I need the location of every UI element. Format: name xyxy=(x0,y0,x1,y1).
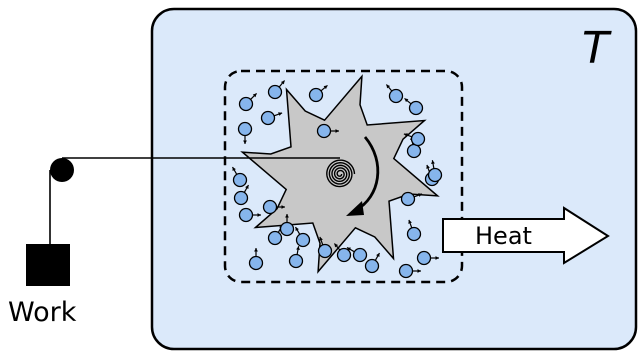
gas-particle-icon xyxy=(294,226,311,248)
particle-arrowhead-icon xyxy=(257,213,261,217)
particle-circle xyxy=(410,131,426,147)
gas-particles xyxy=(231,80,443,279)
particle-arrowhead-icon xyxy=(254,248,258,252)
rotation-arrowhead-icon xyxy=(346,201,364,216)
gas-particle-icon xyxy=(346,246,368,263)
particle-arrowhead-icon xyxy=(376,253,380,257)
particle-arrowhead-icon xyxy=(435,256,439,260)
gas-particle-icon xyxy=(262,199,285,215)
gas-particle-icon xyxy=(427,160,443,183)
particle-arrowhead-icon xyxy=(347,247,351,251)
particle-arrowhead-icon xyxy=(431,160,435,164)
particle-circle xyxy=(308,87,324,103)
gas-particle-icon xyxy=(288,246,304,269)
particle-arrowhead-icon xyxy=(319,236,323,241)
particle-circle xyxy=(267,84,283,100)
particle-circle xyxy=(238,207,254,223)
gas-particle-icon xyxy=(237,121,253,144)
gas-particle-icon xyxy=(248,248,264,271)
particle-circle xyxy=(427,167,443,183)
particle-circle xyxy=(408,100,424,116)
gas-particle-icon xyxy=(404,97,424,116)
weight-block-icon xyxy=(26,244,70,286)
particle-circle xyxy=(336,247,352,263)
gas-particle-icon xyxy=(317,236,333,259)
gas-particle-icon xyxy=(385,84,404,104)
particle-circle xyxy=(279,221,295,237)
particle-arrowhead-icon xyxy=(403,133,408,137)
particle-arrowhead-icon xyxy=(285,214,289,218)
particle-circle xyxy=(232,172,248,188)
heat-label: Heat xyxy=(475,222,532,250)
particle-circle xyxy=(295,232,311,248)
particle-arrowhead-icon xyxy=(426,164,430,169)
pulley-icon xyxy=(50,158,74,182)
particle-circle xyxy=(260,110,276,126)
particle-arrowhead-icon xyxy=(232,167,236,171)
rotation-arc xyxy=(355,136,380,212)
particle-arrowhead-icon xyxy=(252,93,257,98)
gas-particle-icon xyxy=(403,131,426,147)
particle-arrowhead-icon xyxy=(245,185,249,189)
gas-particle-icon xyxy=(316,123,339,139)
particle-arrowhead-icon xyxy=(278,112,283,116)
particle-circle xyxy=(352,247,368,263)
particle-circle xyxy=(288,253,304,269)
system-boundary xyxy=(223,69,464,284)
particle-arrowhead-icon xyxy=(335,129,339,133)
particle-arrowhead-icon xyxy=(243,140,247,144)
particle-arrowhead-icon xyxy=(334,243,339,248)
gas-particle-icon xyxy=(416,250,439,266)
gas-particle-icon xyxy=(260,110,283,126)
particle-circle xyxy=(316,123,332,139)
gas-particle-icon xyxy=(231,166,248,188)
gas-particle-icon xyxy=(238,207,261,223)
particle-arrowhead-icon xyxy=(408,219,412,224)
particle-arrowhead-icon xyxy=(418,193,423,197)
particle-arrowhead-icon xyxy=(323,85,328,90)
particle-circle xyxy=(267,230,283,246)
particle-circle xyxy=(317,243,333,259)
gas-particle-icon xyxy=(406,219,422,242)
particle-circle xyxy=(233,190,249,206)
gas-particle-icon xyxy=(400,191,423,207)
gas-particle-icon xyxy=(333,243,352,263)
particle-circle xyxy=(416,250,432,266)
gas-particle-icon xyxy=(233,184,250,206)
particle-circle xyxy=(364,258,380,274)
ratchet-gear-icon xyxy=(240,74,440,274)
particle-arrowhead-icon xyxy=(296,246,300,250)
particle-arrowhead-icon xyxy=(280,80,285,85)
particle-arrowhead-icon xyxy=(417,269,421,273)
gas-particle-icon xyxy=(398,263,421,279)
gas-particle-icon xyxy=(238,92,258,112)
work-label: Work xyxy=(8,297,77,328)
particle-circle xyxy=(238,96,254,112)
gas-particle-icon xyxy=(279,214,295,237)
particle-circle xyxy=(248,255,264,271)
gas-particle-icon xyxy=(267,80,286,100)
particle-circle xyxy=(398,263,414,279)
temperature-label: T xyxy=(582,23,612,74)
gas-particle-icon xyxy=(364,252,381,274)
particle-arrowhead-icon xyxy=(404,98,409,103)
particle-circle xyxy=(388,88,404,104)
particle-circle xyxy=(237,121,253,137)
gas-particle-icon xyxy=(308,84,328,103)
particle-arrowhead-icon xyxy=(386,84,391,89)
particle-arrowhead-icon xyxy=(295,227,299,231)
spiral-spring-icon xyxy=(326,159,356,188)
particle-circle xyxy=(406,226,422,242)
heat-arrow-icon xyxy=(442,206,610,265)
particle-arrowhead-icon xyxy=(281,205,285,209)
particle-circle xyxy=(406,143,422,159)
particle-circle xyxy=(262,199,278,215)
particle-circle xyxy=(400,191,416,207)
